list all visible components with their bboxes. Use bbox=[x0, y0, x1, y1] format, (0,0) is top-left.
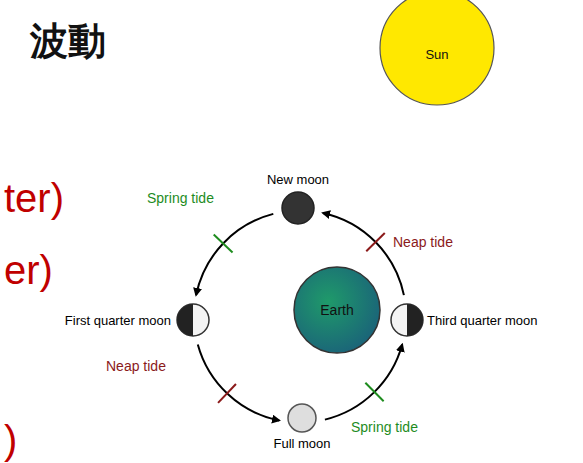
full-moon: Full moon bbox=[287, 403, 317, 433]
shape-outline bbox=[281, 191, 315, 225]
text-fragment: ) bbox=[4, 420, 17, 460]
tide-tick bbox=[218, 384, 236, 403]
new-moon: New moon bbox=[281, 191, 315, 225]
sun-circle: Sun bbox=[379, 0, 495, 106]
third-quarter-moon: Third quarter moon bbox=[390, 303, 424, 337]
tide-label: Neap tide bbox=[105, 358, 167, 374]
orbit-arrow bbox=[196, 214, 273, 295]
text-fragment: er) bbox=[4, 250, 53, 290]
tide-label: Spring tide bbox=[146, 190, 215, 206]
phase-label: Full moon bbox=[273, 436, 330, 451]
earth-circle: Earth bbox=[293, 266, 381, 354]
body-label: Earth bbox=[320, 302, 353, 318]
text-fragment: ter) bbox=[4, 178, 64, 218]
tide-tick bbox=[365, 383, 383, 402]
heading-fragment: 波動 bbox=[30, 22, 106, 60]
shape-outline bbox=[176, 303, 210, 337]
orbit-arrow bbox=[198, 345, 279, 421]
orbit-arrow bbox=[325, 345, 402, 420]
body-label: Sun bbox=[425, 47, 448, 62]
phase-label: Third quarter moon bbox=[427, 313, 538, 328]
shape-outline bbox=[287, 403, 317, 433]
tide-tick bbox=[214, 235, 233, 253]
tide-tick bbox=[366, 233, 385, 251]
first-quarter-moon: First quarter moon bbox=[176, 303, 210, 337]
tide-label: Neap tide bbox=[392, 234, 454, 250]
shape-outline bbox=[390, 303, 424, 337]
phase-label: New moon bbox=[267, 172, 329, 187]
tide-label: Spring tide bbox=[350, 419, 419, 435]
phase-label: First quarter moon bbox=[65, 313, 171, 328]
